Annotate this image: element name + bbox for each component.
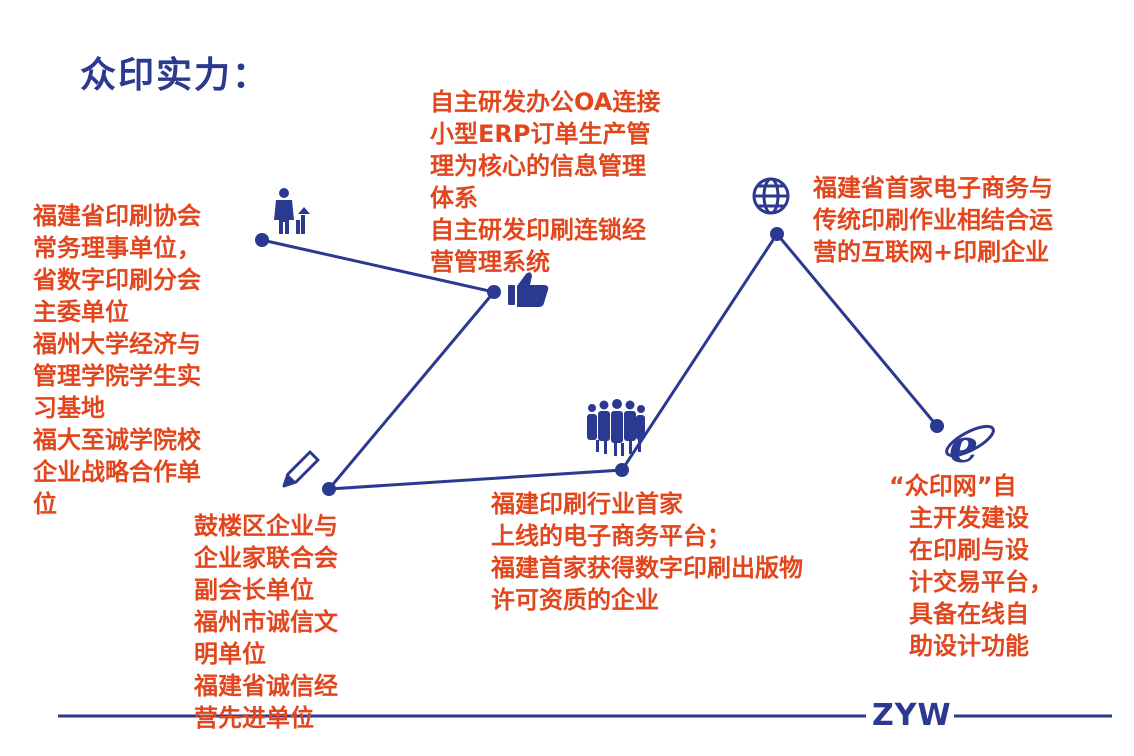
milestone-text-line: 管理学院学生实 [33,362,201,390]
milestone-node-4 [615,463,629,477]
milestone-text-line: 明单位 [194,640,266,668]
milestone-node-2 [487,285,501,299]
milestone-text-line: 鼓楼区企业与 [194,512,338,540]
businessman-growth-icon [274,188,310,234]
milestone-text-line: 上线的电子商务平台； [491,522,731,550]
milestone-text-line: 理为核心的信息管理 [430,152,646,180]
brand-logo: ZYW [872,698,952,733]
milestone-text-4: 福建印刷行业首家上线的电子商务平台； 福建首家获得数字印刷出版物许可资质的企业 [491,488,803,616]
milestone-text-line: 福建印刷行业首家 [491,490,683,518]
milestone-text-line: 自主研发印刷连锁经 [430,216,646,244]
thumbs-up-icon [508,272,549,307]
milestone-text-line: 常务理事单位， [33,234,201,262]
milestone-text-line: 营先进单位 [194,704,314,732]
milestone-text-line: 企业家联合会 [194,544,338,572]
milestone-node-6 [930,419,944,433]
pencil-icon [282,450,320,488]
svg-text:e: e [949,419,978,473]
milestone-text-5: 福建省首家电子商务与传统印刷作业相结合运营的互联网+印刷企业 [813,172,1053,268]
milestone-text-line: 助设计功能 [909,632,1029,660]
milestone-text-line: 福建省印刷协会 [33,202,201,230]
globe-icon [752,177,790,215]
team-icon [587,399,645,456]
milestone-text-line: 企业战略合作单 [33,458,201,486]
milestone-text-line: 传统印刷作业相结合运 [813,206,1053,234]
internet-explorer-icon: e [945,419,995,473]
milestone-text-6: “众印网”自主开发建设在印刷与设计交易平台， 具备在线自助设计功能 [889,470,1053,662]
milestone-text-line: 福大至诚学院校 [33,426,201,454]
milestone-text-3: 鼓楼区企业与企业家联合会副会长单位福州市诚信文明单位福建省诚信经营先进单位 [194,510,338,734]
milestone-text-line: 营管理系统 [430,248,550,276]
milestone-text-line: 许可资质的企业 [491,586,659,614]
milestone-text-line: 福建省首家电子商务与 [813,174,1053,202]
milestone-text-line: 自主研发办公OA连接 [430,88,661,116]
milestone-text-line: 计交易平台， [909,568,1053,596]
page-title: 众印实力： [80,55,271,96]
milestone-text-line: 体系 [430,184,478,212]
milestone-text-line: 福建省诚信经 [194,672,338,700]
milestone-text-line: 福建首家获得数字印刷出版物 [491,554,803,582]
milestone-text-line: 福州大学经济与 [33,330,201,358]
milestone-text-line: 习基地 [33,394,105,422]
milestone-text-line: 省数字印刷分会 [33,266,201,294]
milestone-text-line: 主开发建设 [909,504,1029,532]
milestone-node-5 [770,227,784,241]
milestone-path-line [261,231,939,491]
milestone-text-line: 主委单位 [33,298,129,326]
milestone-node-1 [255,233,269,247]
milestone-text-2: 自主研发办公OA连接小型ERP订单生产管理为核心的信息管理体系自主研发印刷连锁经… [430,86,660,278]
milestone-text-line: 福州市诚信文 [194,608,338,636]
milestone-text-line: 具备在线自 [909,600,1029,628]
milestone-text-line: “众印网”自 [889,472,1017,500]
milestone-text-line: 在印刷与设 [909,536,1029,564]
milestone-text-line: 营的互联网+印刷企业 [813,238,1050,266]
milestone-text-line: 位 [33,490,57,518]
milestone-text-line: 副会长单位 [194,576,314,604]
milestone-text-1: 福建省印刷协会常务理事单位， 省数字印刷分会主委单位福州大学经济与管理学院学生实习… [33,200,201,520]
milestone-text-line: 小型ERP订单生产管 [430,120,651,148]
milestone-node-3 [322,482,336,496]
